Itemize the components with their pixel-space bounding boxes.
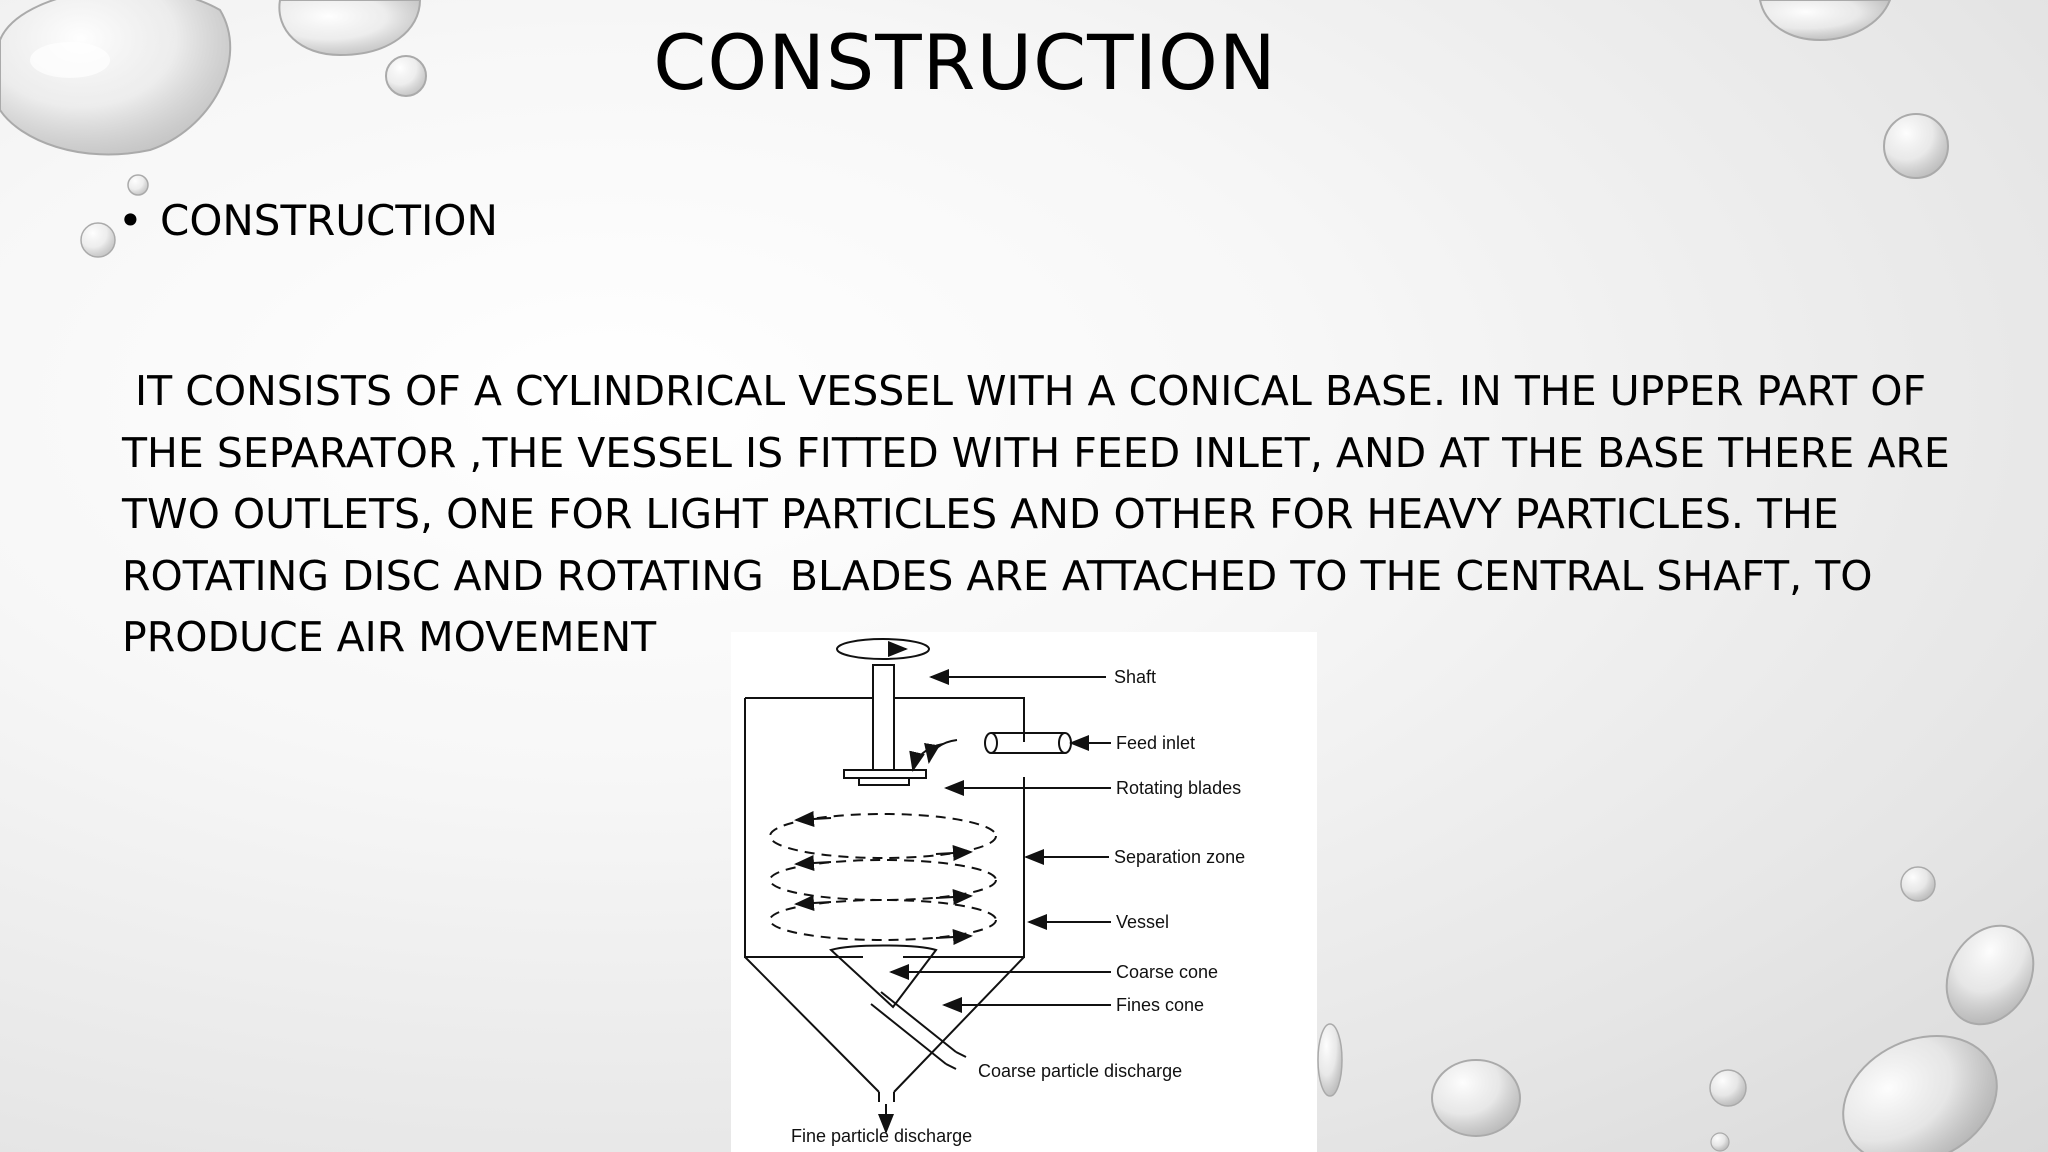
shaft-handle [836, 638, 930, 660]
droplet [1317, 1023, 1343, 1097]
droplet [1945, 924, 2035, 1026]
body-line: IT CONSISTS OF A CYLINDRICAL VESSEL WITH… [122, 367, 1927, 415]
droplet [1431, 1059, 1521, 1137]
body-line: PRODUCE AIR MOVEMENT [122, 613, 657, 661]
coarse-cone [829, 944, 938, 1009]
body-line: ROTATING DISC AND ROTATING BLADES ARE AT… [122, 551, 1873, 600]
slide-title: CONSTRUCTION [653, 18, 1277, 107]
droplet [1883, 113, 1949, 179]
droplet [1710, 1132, 1730, 1152]
label-vessel: Vessel [1116, 912, 1169, 932]
label-fines-cone: Fines cone [1116, 995, 1204, 1015]
feed-inlet-pipe [984, 732, 1072, 754]
body-paragraph: IT CONSISTS OF A CYLINDRICAL VESSEL WITH… [122, 361, 1952, 669]
label-separation-zone: Separation zone [1114, 847, 1245, 867]
droplet [80, 222, 116, 258]
shaft [872, 664, 895, 776]
bullet-icon: • [118, 196, 143, 245]
droplet [127, 174, 149, 196]
body-line: TWO OUTLETS, ONE FOR LIGHT PARTICLES AND… [122, 490, 1839, 538]
fines-cone [870, 991, 957, 1065]
air-separator-diagram: Shaft Feed inlet Rotating blades Separat… [731, 632, 1317, 1152]
bullet-item: • CONSTRUCTION [118, 196, 498, 245]
rotating-blades [843, 769, 927, 779]
label-shaft: Shaft [1114, 667, 1156, 687]
label-fine-discharge: Fine particle discharge [791, 1126, 972, 1146]
label-coarse-cone: Coarse cone [1116, 962, 1218, 982]
diagram-svg: Shaft Feed inlet Rotating blades Separat… [744, 638, 1245, 1146]
droplet [1842, 1034, 1998, 1152]
separation-zone-rings [769, 813, 997, 941]
bullet-text: CONSTRUCTION [160, 196, 498, 245]
body-line: THE SEPARATOR ,THE VESSEL IS FITTED WITH… [122, 428, 1950, 477]
label-rotating-blades: Rotating blades [1116, 778, 1241, 798]
label-feed-inlet: Feed inlet [1116, 733, 1195, 753]
label-coarse-discharge: Coarse particle discharge [978, 1061, 1182, 1081]
droplet [1900, 866, 1936, 902]
droplet [1709, 1069, 1747, 1107]
conical-base [744, 956, 1025, 1093]
